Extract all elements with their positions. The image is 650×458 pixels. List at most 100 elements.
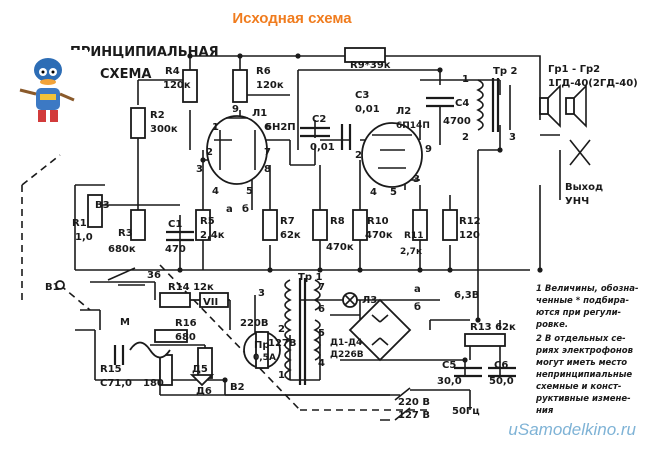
label-r8: R8 [330, 216, 345, 227]
diode-d5 [189, 374, 215, 387]
label-d6: Д6 [196, 386, 212, 397]
pin-2-l2: 2 [355, 150, 362, 161]
speakers [539, 84, 591, 166]
resistor-r10 [352, 209, 368, 241]
label-l1: Л1 [252, 108, 267, 119]
note-line-10: руктивные измене- [535, 394, 631, 404]
label-c5-val: 30,0 [437, 376, 462, 387]
label-r5: R5 [200, 216, 215, 227]
pin-2-tr1: 2 [278, 324, 285, 335]
pin-a-l1: а [226, 204, 233, 215]
label-r4-val: 120к [163, 80, 191, 91]
label-d14-type: Д226В [330, 350, 364, 360]
note-line-5: 2 В отдельных се- [536, 334, 626, 344]
label-c3-val: 0,01 [355, 104, 380, 115]
resistor-r14 [159, 292, 191, 308]
mascot-logo [12, 50, 88, 128]
pin-5-l1: 5 [246, 186, 253, 197]
resistor-r12 [442, 209, 458, 241]
label-tr1: Тр 1 [298, 272, 322, 283]
pin-3-l2: 3 [413, 174, 420, 185]
label-r4: R4 [165, 66, 180, 77]
label-r3: R3 [118, 228, 133, 239]
capacitor-c5 [454, 366, 482, 378]
capacitor-c2 [300, 126, 330, 138]
label-tr2: Тр 2 [493, 66, 517, 77]
capacitor-c7 [113, 345, 125, 365]
label-r1: R1 [72, 218, 87, 229]
bridge-d1-d4 [348, 298, 412, 362]
note-line-7: могут иметь место [536, 358, 627, 368]
junction-dots [177, 53, 543, 383]
label-out2: УНЧ [565, 196, 589, 207]
pin-5-tr1: 5 [318, 328, 325, 339]
resistor-r2 [130, 107, 146, 139]
label-m: M [120, 317, 130, 328]
label-c1: C1 [168, 219, 182, 230]
resistor-r6 [232, 69, 248, 103]
label-r6-val: 120к [256, 80, 284, 91]
dashed-links [21, 154, 430, 411]
label-pr: Пр [254, 340, 270, 351]
tr2-primary [476, 79, 484, 131]
label-r7: R7 [280, 216, 295, 227]
label-r2: R2 [150, 110, 165, 121]
watermark: uSamodelkino.ru [508, 420, 636, 439]
label-d5: Д5 [192, 364, 208, 375]
diode-bridge [189, 298, 412, 387]
label-r7-val: 62к [280, 230, 301, 241]
tr1-secondary [313, 279, 321, 361]
label-l2: Л2 [396, 106, 411, 117]
resistor-r11 [412, 209, 428, 241]
switch-mains [394, 387, 411, 421]
pin-8-l1: 8 [264, 164, 271, 175]
label-l2-type: 6П14П [396, 121, 430, 131]
label-d14: Д1-Д4 [330, 338, 362, 348]
pin-9-l2: 9 [425, 144, 432, 155]
label-c2-val: 0,01 [310, 142, 335, 153]
label-c6: C6 [494, 360, 508, 371]
pin-9-l1: 9 [232, 104, 239, 115]
label-r8-val: 470к [326, 242, 354, 253]
resistor-r9 [344, 47, 386, 63]
label-v2: 127В [268, 338, 297, 349]
pin-1: 1 [212, 122, 219, 133]
label-mains2: 127 В [398, 410, 430, 421]
notes-block: 1 Величины, обозна- ченные * подбира- ют… [535, 283, 639, 416]
label-r13: R13 62к [470, 322, 516, 333]
label-r3-val: 680к [108, 244, 136, 255]
pin-6-l1: 6 [264, 122, 271, 133]
note-line-8: непринципиальные [536, 370, 632, 380]
label-c4-val: 4700 [443, 116, 471, 127]
pin-a-tr1: а [414, 284, 421, 295]
heading-line1: ПРИНЦИПИАЛЬНАЯ [70, 45, 219, 60]
motor-m [129, 341, 171, 359]
resistor-r4 [182, 69, 198, 103]
pin-3-tr1: 3 [258, 288, 265, 299]
label-r10-val: 470к [365, 230, 393, 241]
capacitor-c3 [340, 124, 352, 150]
pin-b-tr1: б [414, 301, 421, 313]
label-c6-val: 50,0 [489, 376, 514, 387]
pin-4-l2: 4 [370, 187, 377, 198]
label-r9: R9*39к [350, 60, 391, 71]
pin-4-l1: 4 [212, 186, 219, 197]
label-b1: В1 [45, 282, 60, 293]
note-line-4: ровке. [535, 320, 568, 330]
label-pr-val: 0,5А [253, 353, 276, 363]
label-r2-val: 300к [150, 124, 178, 135]
heading-line2: СХЕМА [100, 67, 151, 82]
note-line-3: ются при регули- [536, 308, 622, 318]
label-v3: 6,3В [454, 290, 479, 301]
note-line-11: ния [536, 406, 554, 416]
label-b3: В3 [95, 200, 110, 211]
resistor-r14-vii [199, 292, 229, 308]
pin-2-tr2: 2 [462, 132, 469, 143]
resistor-r16 [154, 329, 188, 343]
label-r5-val: 2,4к [200, 230, 225, 241]
page-title: Исходная схема [232, 10, 352, 27]
label-vii: VII [203, 297, 218, 308]
label-r15: R15 [100, 364, 122, 375]
resistor-r8 [312, 209, 328, 241]
label-b2: В2 [230, 382, 245, 393]
